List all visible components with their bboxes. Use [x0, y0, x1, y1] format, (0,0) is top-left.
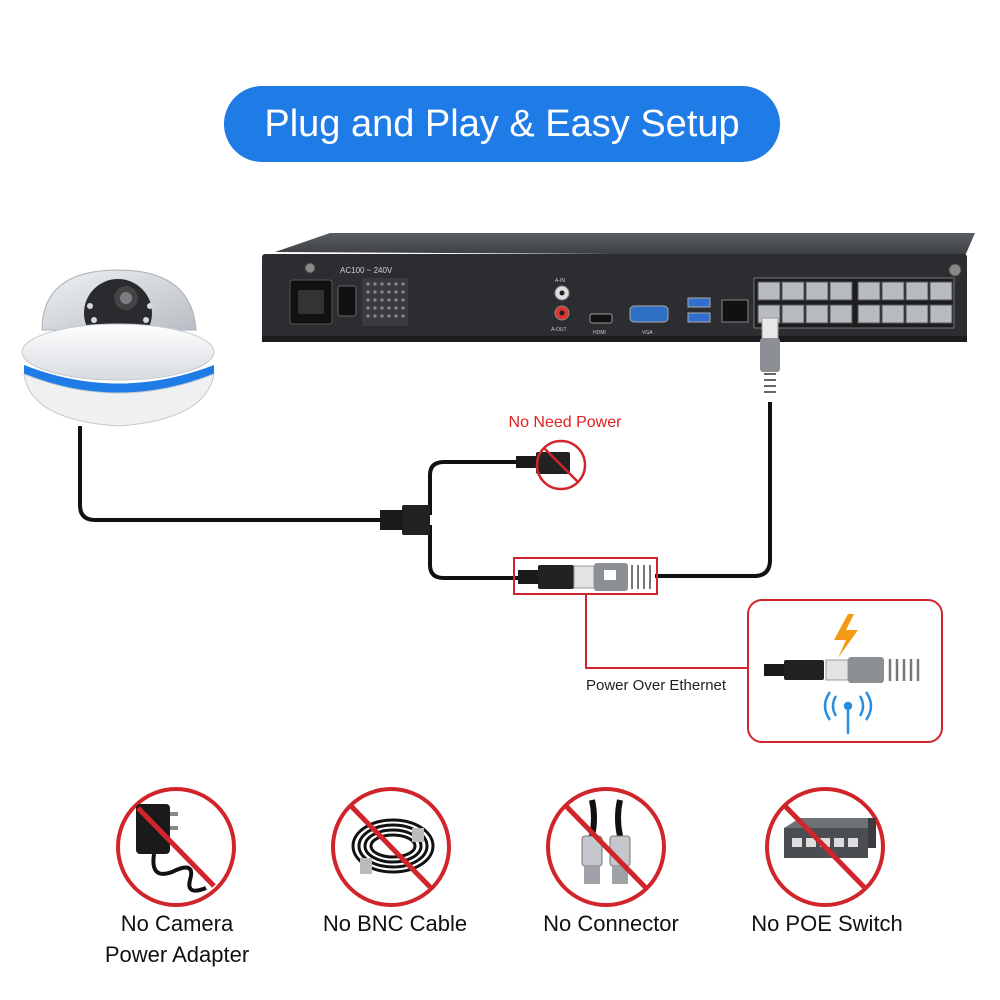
label-line-1: No Camera: [120, 911, 234, 936]
forbidden-power-adapter: [116, 787, 236, 907]
network-switch-icon: [784, 818, 876, 858]
lan-port: [721, 299, 749, 323]
poe-connector-highlight: [513, 557, 658, 595]
fan-grill: [362, 278, 408, 326]
poe-ports: [753, 277, 955, 329]
poe-leader-line: [585, 594, 748, 669]
dome-camera: [21, 269, 215, 427]
hdmi-label: HDMI: [593, 330, 606, 336]
poe-detail-illustration: [747, 599, 943, 743]
page-title: Plug and Play & Easy Setup: [264, 102, 740, 145]
label-line-1: No BNC Cable: [322, 911, 468, 936]
nvr-recorder: AC100 ~ 240V A-IN A-OUT HDMI VGA: [262, 233, 975, 342]
forbidden-label-bnc-cable: No BNC Cable: [290, 908, 500, 939]
label-line-2: Power Adapter: [104, 942, 250, 967]
hdmi-port: [589, 313, 613, 324]
forbidden-label-connector: No Connector: [506, 908, 716, 939]
cable-lines: [78, 402, 830, 672]
audio-in-label: A-IN: [555, 278, 565, 284]
no-need-power-label: No Need Power: [508, 414, 622, 431]
cable-splitter: [380, 505, 430, 535]
cable-coil-icon: [351, 818, 435, 874]
forbidden-label-poe-switch: No POE Switch: [722, 908, 932, 939]
bnc-connector-icon: [581, 799, 631, 884]
power-switch: [337, 285, 357, 317]
no-power-symbol: [535, 439, 587, 491]
forbidden-bnc-cable: [331, 787, 451, 907]
ethernet-plug-nvr: [760, 317, 780, 393]
lightning-bolt-icon: [834, 614, 858, 658]
ground-screw: [948, 263, 962, 277]
forbidden-connector: [546, 787, 666, 907]
vga-label: VGA: [642, 330, 653, 336]
usb-port-1: [687, 297, 711, 308]
usb-port-2: [687, 312, 711, 323]
forbidden-label-power-adapter: No Camera Power Adapter: [72, 908, 282, 970]
signal-tower-icon: [823, 691, 873, 734]
forbidden-poe-switch: [765, 787, 885, 907]
vga-port: [629, 305, 669, 323]
camera-blue-ring: [24, 365, 214, 393]
nvr-top-panel: [275, 233, 975, 256]
label-line-1: No Connector: [543, 911, 679, 936]
audio-out-label: A-OUT: [551, 327, 567, 333]
dc-power-jack: [516, 452, 570, 474]
title-banner: Plug and Play & Easy Setup: [224, 86, 780, 162]
power-rating-label: AC100 ~ 240V: [340, 266, 393, 275]
power-over-ethernet-label: Power Over Ethernet: [586, 677, 727, 694]
label-line-1: No POE Switch: [751, 911, 903, 936]
